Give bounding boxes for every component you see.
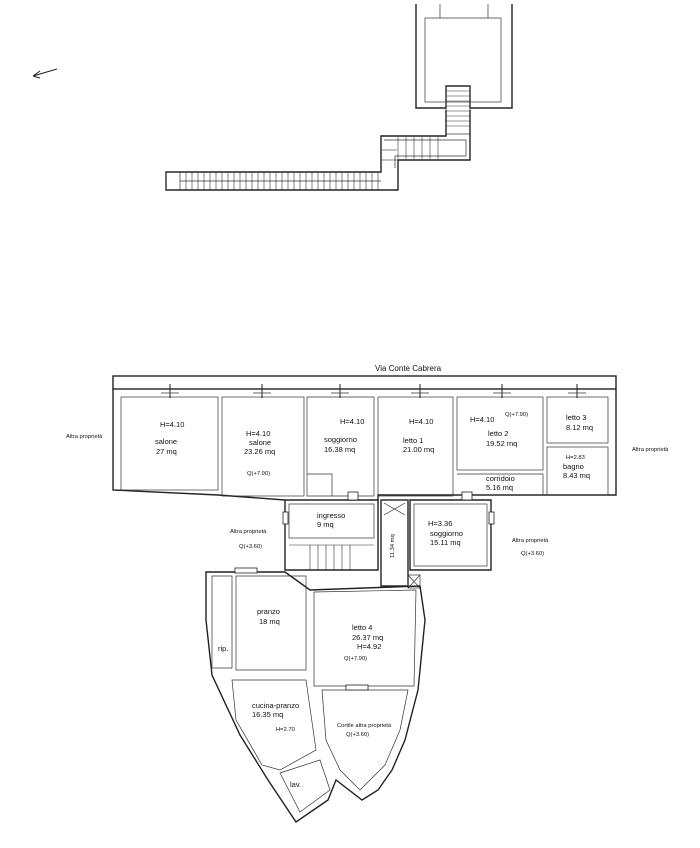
room-1-q: Q(+7.90) <box>247 471 270 477</box>
upper-stair-plan <box>32 4 513 191</box>
room-labels: H=4.10 salone 27 mq H=4.10 salone 23.26 … <box>66 412 669 789</box>
room-8-name: ingresso <box>317 511 345 520</box>
room-12-area: 16.35 mq <box>252 710 283 719</box>
room-9-area: 15.11 mq <box>430 538 461 547</box>
room-6-height: H=2.83 <box>566 455 585 461</box>
room-10-name: pranzo <box>257 607 280 616</box>
room-4-height: H=4.10 <box>470 415 494 424</box>
room-8-area: 9 mq <box>317 520 334 529</box>
room-9-height: H=3.36 <box>428 519 452 528</box>
room-13-name: rip. <box>218 644 228 653</box>
room-9-name: soggiorno <box>430 529 463 538</box>
apartment-plan: Via Conte Cabrera <box>112 364 617 823</box>
room-11-name: letto 4 <box>352 623 372 632</box>
room-2-height: H=4.10 <box>340 417 364 426</box>
room-0-area: 27 mq <box>156 447 177 456</box>
room-11-height: H=4.92 <box>357 642 381 651</box>
room-11-q: Q(+7.90) <box>344 656 367 662</box>
neighbor-mid-q: Q(+3.60) <box>239 544 262 550</box>
window-mark <box>568 384 586 398</box>
room-3-height: H=4.10 <box>409 417 433 426</box>
room-12-name: cucina-pranzo <box>252 701 299 710</box>
courtyard-label: Cortile altra proprietà <box>337 723 392 729</box>
neighbor-right-top: Altra proprietà <box>632 447 669 453</box>
room-2-area: 16.38 mq <box>324 445 355 454</box>
room-3-name: letto 1 <box>403 436 423 445</box>
room-7-area: 5.16 mq <box>486 483 513 492</box>
north-arrow-icon <box>32 68 58 79</box>
room-11-area: 26.37 mq <box>352 633 383 642</box>
room-10-area: 18 mq <box>259 617 280 626</box>
shaft-dimension: 11.34 mq <box>390 534 396 558</box>
room-1-name: salone <box>249 438 271 447</box>
courtyard-q: Q(+3.60) <box>346 732 369 738</box>
room-5-area: 8.12 mq <box>566 423 593 432</box>
room-14-name: lav. <box>290 780 301 789</box>
room-3-area: 21.00 mq <box>403 445 434 454</box>
neighbor-mid: Altra proprietà <box>230 529 267 535</box>
room-4-name: letto 2 <box>488 429 508 438</box>
street-band <box>112 375 617 390</box>
room-6-name: bagno <box>563 462 584 471</box>
room-6-area: 8.43 mq <box>563 471 590 480</box>
window-mark <box>253 384 271 398</box>
room-12-height: H=2.70 <box>276 727 295 733</box>
room-4-area: 19.52 mq <box>486 439 517 448</box>
room-7-name: corridoio <box>486 474 515 483</box>
room-1-height: H=4.10 <box>246 429 270 438</box>
window-mark <box>411 384 429 398</box>
room-2-name: soggiorno <box>324 435 357 444</box>
room-5-name: letto 3 <box>566 413 586 422</box>
window-mark <box>331 384 349 398</box>
room-0-height: H=4.10 <box>160 420 184 429</box>
neighbor-left: Altra proprietà <box>66 434 103 440</box>
neighbor-right-mid-q: Q(+3.60) <box>521 551 544 557</box>
neighbor-right-mid: Altra proprietà <box>512 538 549 544</box>
room-4-q: Q(+7.90) <box>505 412 528 418</box>
room-0-name: salone <box>155 437 177 446</box>
street-label: Via Conte Cabrera <box>375 364 442 373</box>
window-mark <box>493 384 511 398</box>
room-1-area: 23.26 mq <box>244 447 275 456</box>
window-mark <box>161 384 179 398</box>
